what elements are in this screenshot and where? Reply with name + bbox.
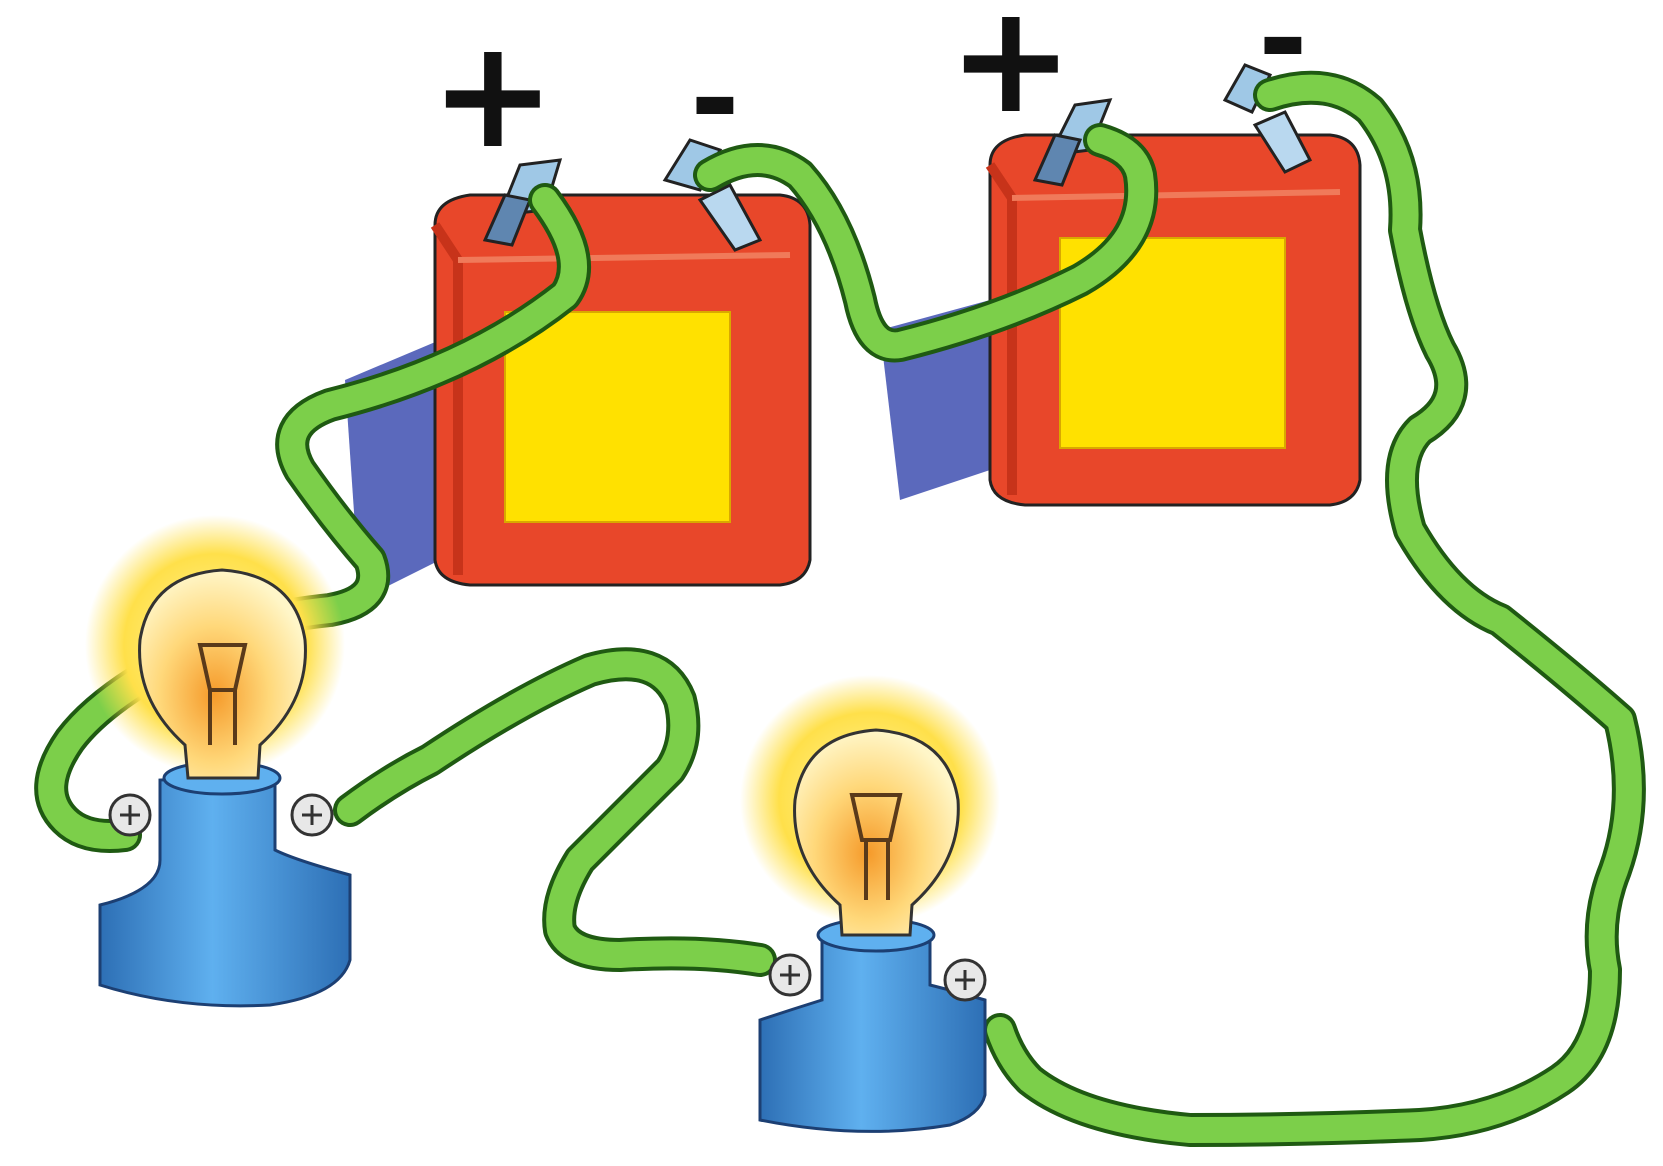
battery-1-positive-label: +: [430, 8, 556, 182]
light-bulb-2-icon: [740, 675, 1000, 1133]
wire-icon: [34, 70, 1646, 1147]
battery-2-negative-terminal: [1222, 63, 1313, 174]
battery-2-positive-label: +: [948, 0, 1074, 147]
battery-1-label-panel: [504, 311, 731, 523]
battery-1-icon: [430, 138, 812, 587]
light-bulb-1-icon: [85, 515, 352, 1008]
battery-2-icon: [985, 63, 1362, 507]
battery-1-negative-label: -: [690, 30, 740, 169]
bulb-1-socket: [98, 773, 352, 1008]
battery-2-negative-label: -: [1258, 0, 1308, 109]
battery-2-positive-terminal: [1032, 98, 1113, 187]
